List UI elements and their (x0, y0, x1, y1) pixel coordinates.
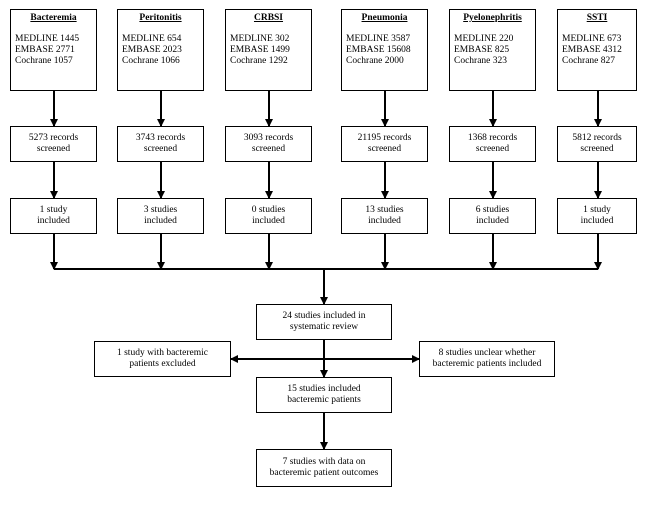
included-line-1: 1 study (583, 205, 611, 215)
screened-box-bacteremia: 5273 records screened (10, 126, 97, 162)
included-box-crbsi: 0 studies included (225, 198, 312, 234)
bacteremic-line-2: bacteremic patients (287, 395, 361, 405)
embase-count: EMBASE 2023 (122, 45, 182, 55)
database-title: Pneumonia (361, 13, 408, 23)
bacteremic-line-1: 15 studies included (287, 384, 361, 394)
included-line-1: 6 studies (475, 205, 510, 215)
embase-count: EMBASE 2771 (15, 45, 75, 55)
outcomes-box: 7 studies with data on bacteremic patien… (256, 449, 392, 487)
screened-line-1: 5273 records (28, 133, 79, 143)
included-line-2: included (580, 216, 614, 226)
screened-line-1: 21195 records (357, 133, 412, 143)
database-box-pyelonephritis: Pyelonephritis MEDLINE 220 EMBASE 825 Co… (449, 9, 536, 91)
included-box-pneumonia: 13 studies included (341, 198, 428, 234)
database-title: SSTI (586, 13, 608, 23)
review-line-1: 24 studies included in (282, 311, 366, 321)
included-line-1: 0 studies (251, 205, 286, 215)
unclear-line-1: 8 studies unclear whether (438, 348, 536, 358)
embase-count: EMBASE 4312 (562, 45, 622, 55)
included-line-1: 13 studies (365, 205, 404, 215)
review-line-2: systematic review (289, 322, 359, 332)
database-title: Peritonitis (139, 13, 182, 23)
screened-line-1: 1368 records (467, 133, 518, 143)
screened-line-2: screened (475, 144, 510, 154)
embase-count: EMBASE 825 (454, 45, 510, 55)
cochrane-count: Cochrane 323 (454, 56, 508, 66)
screened-line-2: screened (143, 144, 178, 154)
database-box-crbsi: CRBSI MEDLINE 302 EMBASE 1499 Cochrane 1… (225, 9, 312, 91)
included-box-pyelonephritis: 6 studies included (449, 198, 536, 234)
included-line-2: included (252, 216, 285, 226)
screened-line-1: 5812 records (572, 133, 622, 143)
screened-box-pneumonia: 21195 records screened (341, 126, 428, 162)
cochrane-count: Cochrane 1292 (230, 56, 288, 66)
included-box-bacteremia: 1 study included (10, 198, 97, 234)
unclear-line-2: bacteremic patients included (432, 359, 542, 369)
embase-count: EMBASE 1499 (230, 45, 290, 55)
medline-count: MEDLINE 1445 (15, 34, 80, 44)
medline-count: MEDLINE 220 (454, 34, 514, 44)
cochrane-count: Cochrane 1057 (15, 56, 73, 66)
database-box-bacteremia: Bacteremia MEDLINE 1445 EMBASE 2771 Coch… (10, 9, 97, 91)
systematic-review-box: 24 studies included in systematic review (256, 304, 392, 340)
excluded-line-2: patients excluded (129, 359, 196, 369)
included-line-1: 3 studies (143, 205, 178, 215)
screened-line-2: screened (251, 144, 286, 154)
screened-line-2: screened (580, 144, 614, 154)
screened-line-1: 3093 records (243, 133, 294, 143)
screened-box-ssti: 5812 records screened (557, 126, 637, 162)
database-box-pneumonia: Pneumonia MEDLINE 3587 EMBASE 15608 Coch… (341, 9, 428, 91)
database-box-peritonitis: Peritonitis MEDLINE 654 EMBASE 2023 Coch… (117, 9, 204, 91)
included-line-2: included (37, 216, 70, 226)
cochrane-count: Cochrane 827 (562, 56, 616, 66)
medline-count: MEDLINE 3587 (346, 34, 411, 44)
screened-line-1: 3743 records (135, 133, 186, 143)
included-line-2: included (144, 216, 177, 226)
cochrane-count: Cochrane 1066 (122, 56, 180, 66)
included-box-ssti: 1 study included (557, 198, 637, 234)
outcomes-line-2: bacteremic patient outcomes (269, 468, 379, 478)
included-line-2: included (476, 216, 509, 226)
database-title: Bacteremia (30, 13, 77, 23)
bacteremic-included-box: 15 studies included bacteremic patients (256, 377, 392, 413)
database-title: CRBSI (253, 13, 284, 23)
embase-count: EMBASE 15608 (346, 45, 411, 55)
database-box-ssti: SSTI MEDLINE 673 EMBASE 4312 Cochrane 82… (557, 9, 637, 91)
database-title: Pyelonephritis (463, 13, 522, 23)
screened-box-pyelonephritis: 1368 records screened (449, 126, 536, 162)
screened-box-peritonitis: 3743 records screened (117, 126, 204, 162)
unclear-box: 8 studies unclear whether bacteremic pat… (419, 341, 555, 377)
medline-count: MEDLINE 673 (562, 34, 622, 44)
medline-count: MEDLINE 654 (122, 34, 182, 44)
outcomes-line-1: 7 studies with data on (282, 457, 366, 467)
cochrane-count: Cochrane 2000 (346, 56, 404, 66)
excluded-line-1: 1 study with bacteremic (116, 348, 208, 358)
included-line-1: 1 study (39, 205, 68, 215)
medline-count: MEDLINE 302 (230, 34, 290, 44)
included-line-2: included (368, 216, 401, 226)
screened-line-2: screened (367, 144, 402, 154)
excluded-box: 1 study with bacteremic patients exclude… (94, 341, 231, 377)
screened-line-2: screened (36, 144, 71, 154)
included-box-peritonitis: 3 studies included (117, 198, 204, 234)
screened-box-crbsi: 3093 records screened (225, 126, 312, 162)
